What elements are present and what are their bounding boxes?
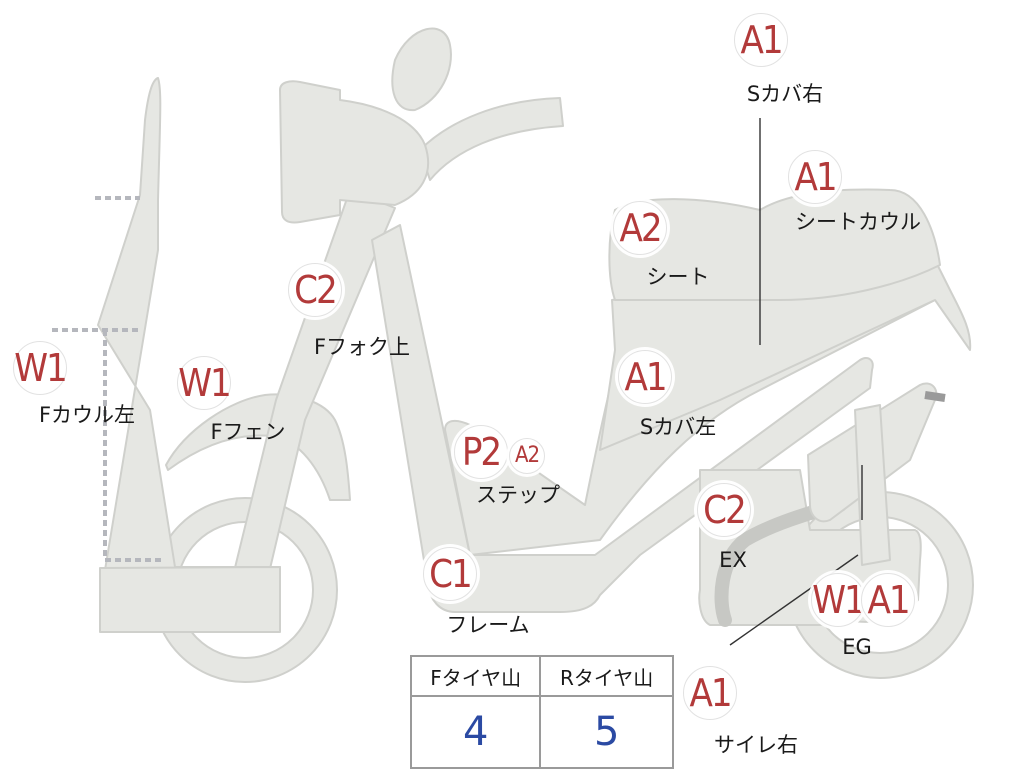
- front-step-shape: [99, 566, 281, 633]
- headlight-shape: [279, 80, 430, 224]
- grade-badge-front-fork: C2: [288, 263, 342, 317]
- tread-header-rear: Rタイヤ山: [539, 655, 674, 697]
- part-label-front-fork: Fフォク上: [313, 335, 411, 359]
- grade-badge-exhaust: C2: [697, 483, 751, 537]
- grade-badge-frame: C1: [423, 547, 477, 601]
- part-label-frame: フレーム: [446, 613, 530, 637]
- part-label-front-cowl-left: Fカウル左: [38, 403, 136, 427]
- grade-badge-step-secondary: A2: [509, 438, 545, 474]
- frame-shape: [371, 224, 874, 613]
- grade-badge-engine-secondary: A1: [861, 573, 915, 627]
- tread-value-rear: 5: [539, 695, 674, 769]
- grade-badge-step-primary: P2: [454, 425, 508, 479]
- grade-badge-front-fender: W1: [177, 356, 232, 410]
- tread-value-front: 4: [409, 695, 542, 769]
- part-label-silencer-right: サイレ右: [714, 733, 798, 757]
- part-label-seat: シート: [646, 265, 710, 289]
- part-label-step: ステップ: [476, 483, 560, 507]
- grade-badge-seat: A2: [613, 201, 667, 255]
- tread-header-front: Fタイヤ山: [409, 655, 542, 697]
- part-label-engine: EG: [842, 635, 872, 659]
- part-label-exhaust: EX: [719, 548, 747, 572]
- grade-badge-silencer-right: A1: [683, 666, 737, 720]
- part-label-scover-left: Sカバ左: [639, 415, 717, 439]
- grade-badge-front-cowl-left: W1: [13, 341, 68, 395]
- grade-badge-engine-primary: W1: [811, 573, 866, 627]
- part-label-seat-cowl: シートカウル: [795, 210, 921, 234]
- rear-shock-shape: [854, 404, 891, 566]
- part-label-front-fender: Fフェン: [210, 420, 286, 444]
- grade-badge-scover-right: A1: [734, 13, 788, 67]
- tire-tread-table: Fタイヤ山 Rタイヤ山 4 5: [409, 655, 674, 769]
- part-label-scover-right: Sカバ右: [746, 82, 824, 106]
- grade-badge-scover-left: A1: [618, 350, 672, 404]
- leader-silencer: [729, 554, 859, 646]
- seat-shape: [608, 188, 941, 301]
- windshield-shape: [391, 27, 452, 112]
- handlebar-shape: [419, 97, 564, 181]
- grade-badge-seat-cowl: A1: [788, 150, 842, 204]
- rear-bracket-shape: [924, 391, 946, 402]
